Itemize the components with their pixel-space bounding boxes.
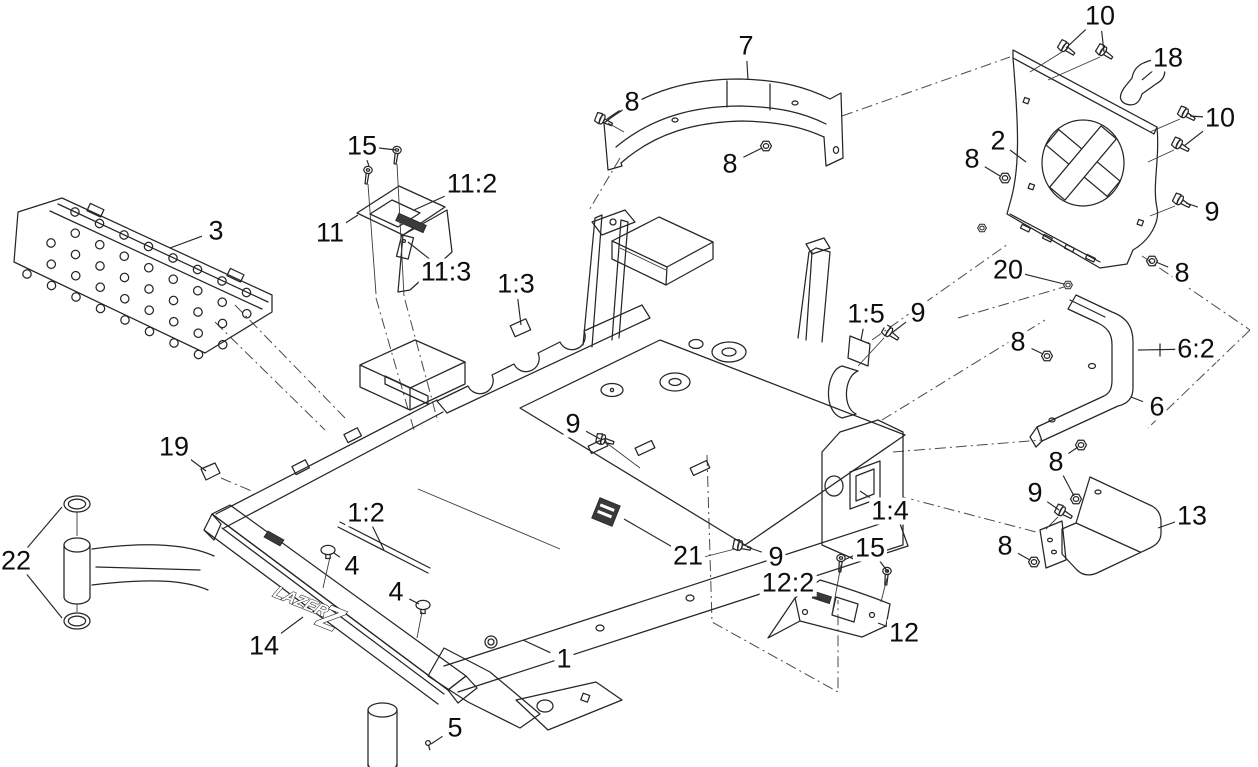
callout-15: 15 [852,532,888,563]
callout-21: 21 [670,540,706,571]
callout-20: 20 [990,254,1026,285]
callout-14: 14 [246,630,282,661]
callout-1-5: 1:5 [845,298,887,329]
floor [263,488,561,574]
callout-13: 13 [1174,500,1210,531]
plate-dimples [22,207,252,360]
battery-tray [611,216,714,286]
callout-8: 8 [1008,326,1028,357]
caster-arm [63,512,215,612]
callout-1-3: 1:3 [495,268,537,299]
callout-8: 8 [995,530,1015,561]
callout-8: 8 [622,86,642,117]
callout-6-2: 6:2 [1175,333,1217,364]
front-bumper [203,504,478,705]
callout-11-3: 11:3 [418,256,474,287]
callout-11-2: 11:2 [444,168,500,199]
rear-post [797,237,831,343]
part-3-floor-plate [13,197,273,360]
callout-8: 8 [962,143,982,174]
callout-15: 15 [344,130,380,161]
callout-8: 8 [720,148,740,179]
left-rail [200,399,444,529]
callout-9: 9 [1025,477,1045,508]
callout-10: 10 [1202,102,1238,133]
callout-1-2: 1:2 [345,497,387,528]
callout-3: 3 [206,215,226,246]
callout-9: 9 [766,541,786,572]
part-2-fan-shield [1006,49,1159,269]
projection-lines [214,56,1251,693]
decal-11-2 [395,212,427,234]
callout-1: 1 [554,643,574,674]
uprights [582,209,636,348]
callout-9: 9 [563,408,583,439]
callout-4: 4 [386,576,406,607]
decal-21 [591,497,621,527]
mount-box [359,339,466,411]
clip-19 [200,462,221,481]
callout-4: 4 [342,550,362,581]
callout-1-4: 1:4 [869,495,911,526]
engine-deck [519,338,906,546]
callout-9: 9 [908,297,928,328]
callout-9: 9 [1202,196,1222,227]
callout-12-2: 12:2 [759,567,817,598]
callout-10: 10 [1082,0,1118,31]
callout-5: 5 [445,712,465,743]
callout-2: 2 [988,125,1008,156]
saddle-clamp [827,365,859,419]
part-13-bumper [1039,476,1162,576]
callout-7: 7 [736,30,756,61]
callout-8: 8 [1172,257,1192,288]
callout-8: 8 [1046,446,1066,477]
fastener-projection-lines [322,51,1181,639]
callout-6: 6 [1147,391,1167,422]
callout-18: 18 [1150,42,1186,73]
front-gusset [427,647,623,731]
callout-12: 12 [886,617,922,648]
part-7-bumper [603,78,844,171]
callout-11: 11 [313,217,347,248]
callout-19: 19 [156,431,192,462]
callout-22: 22 [0,545,34,576]
